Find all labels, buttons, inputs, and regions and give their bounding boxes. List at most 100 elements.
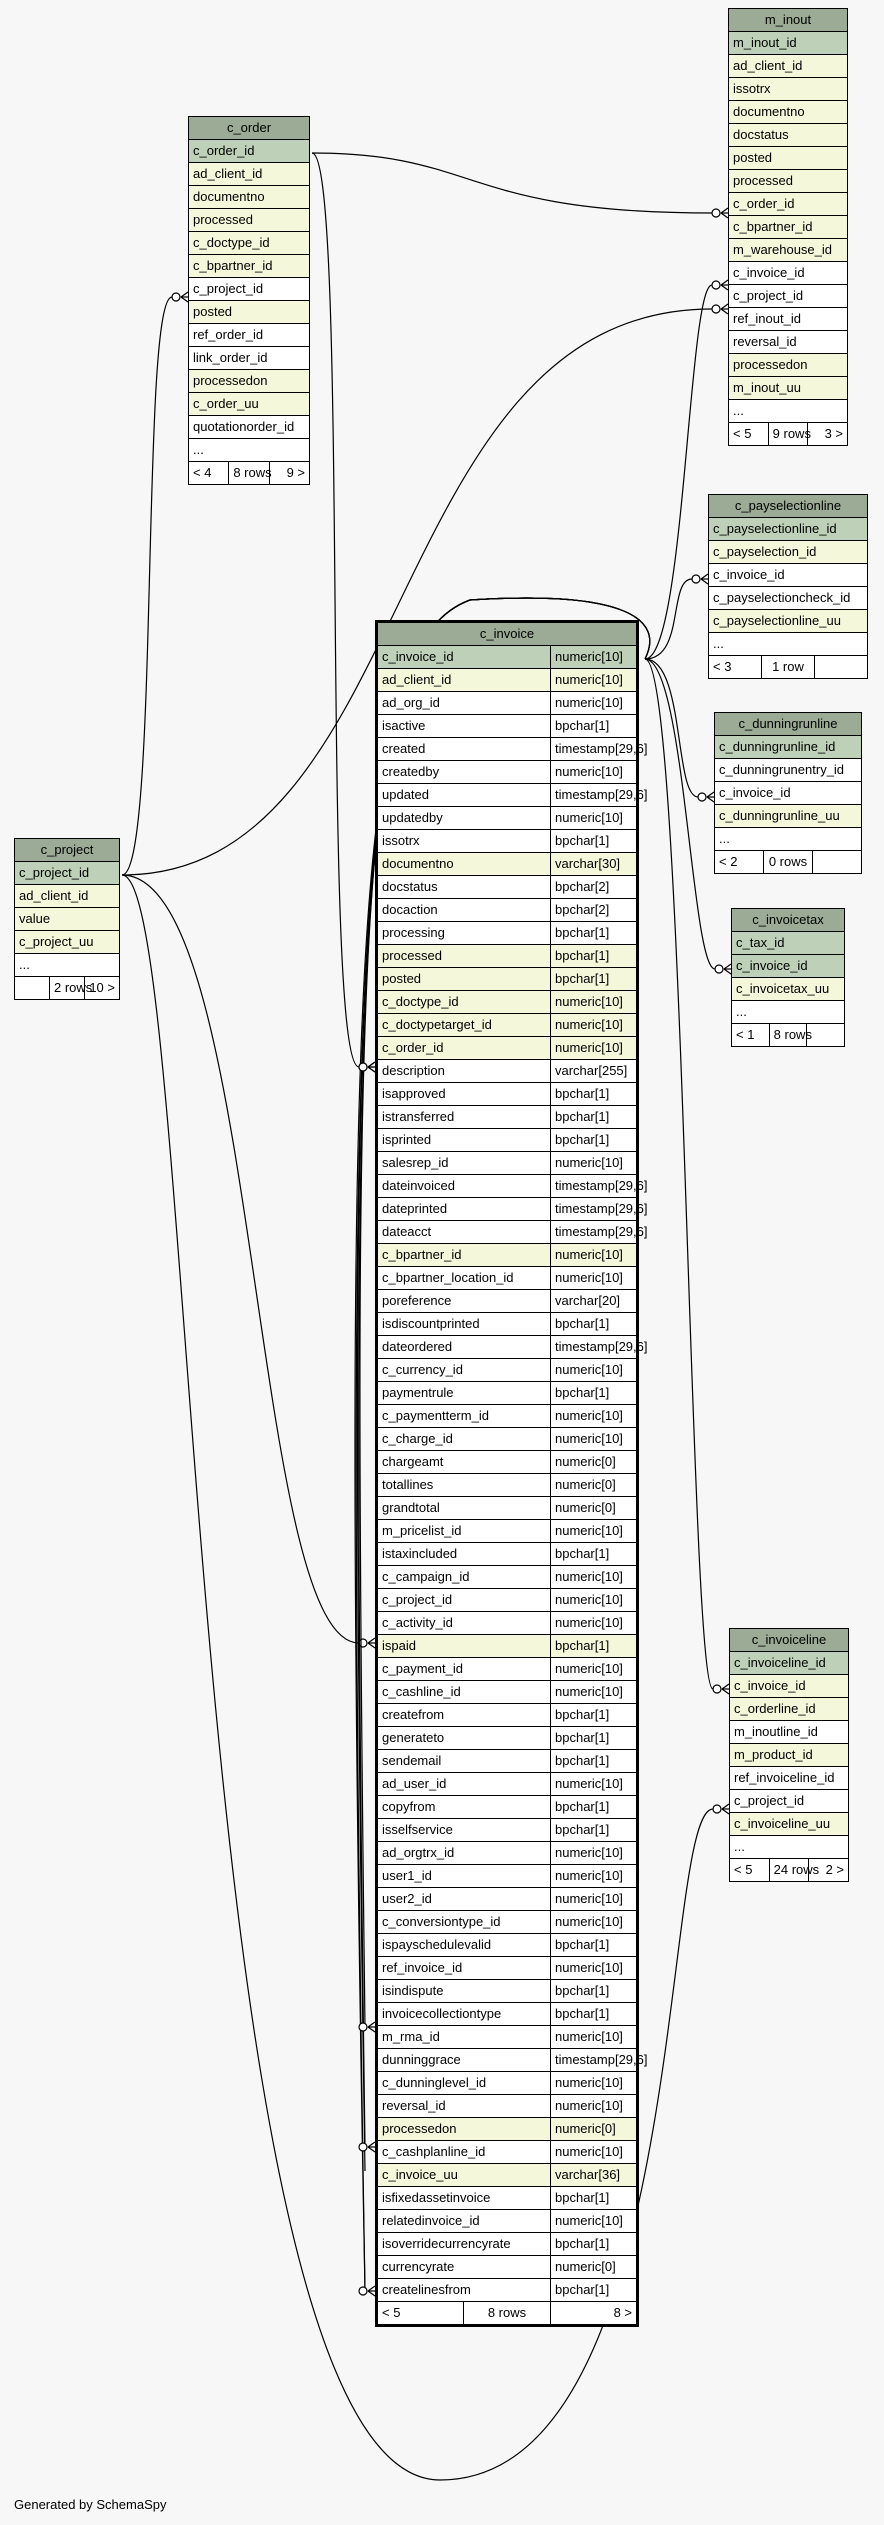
table-title[interactable]: c_invoicetax xyxy=(731,908,845,932)
children-count[interactable] xyxy=(814,655,868,679)
column-name[interactable]: posted xyxy=(728,146,848,170)
column-name[interactable]: grandtotal xyxy=(376,1496,551,1520)
column-name[interactable]: m_product_id xyxy=(729,1743,849,1767)
parents-count[interactable]: < 4 xyxy=(187,461,230,485)
column-name[interactable]: ref_order_id xyxy=(188,323,310,347)
column-name[interactable]: c_dunningrunline_id xyxy=(714,735,862,759)
column-name[interactable]: paymentrule xyxy=(376,1381,551,1405)
column-name[interactable]: processedon xyxy=(188,369,310,393)
column-name[interactable]: c_activity_id xyxy=(376,1611,551,1635)
column-name[interactable]: isindispute xyxy=(376,1979,551,2003)
column-name[interactable]: createdby xyxy=(376,760,551,784)
column-name[interactable]: poreference xyxy=(376,1289,551,1313)
column-name[interactable]: ref_inout_id xyxy=(728,307,848,331)
table-title[interactable]: c_invoice xyxy=(376,621,638,646)
column-name[interactable]: reversal_id xyxy=(376,2094,551,2118)
column-name[interactable]: processedon xyxy=(728,353,848,377)
column-name[interactable]: ad_org_id xyxy=(376,691,551,715)
column-name[interactable]: ... xyxy=(14,953,120,977)
column-name[interactable]: documentno xyxy=(376,852,551,876)
parents-count[interactable]: < 5 xyxy=(728,422,769,446)
column-name[interactable]: description xyxy=(376,1059,551,1083)
children-count[interactable]: 10 > xyxy=(84,976,120,1000)
column-name[interactable]: c_invoice_id xyxy=(714,781,862,805)
column-name[interactable]: c_invoice_uu xyxy=(376,2163,551,2187)
column-name[interactable]: docstatus xyxy=(728,123,848,147)
table-title[interactable]: c_dunningrunline xyxy=(714,712,862,736)
column-name[interactable]: ispaid xyxy=(376,1634,551,1658)
column-name[interactable]: isdiscountprinted xyxy=(376,1312,551,1336)
column-name[interactable]: isprinted xyxy=(376,1128,551,1152)
column-name[interactable]: c_dunningrunentry_id xyxy=(714,758,862,782)
parents-count[interactable]: < 3 xyxy=(708,655,762,679)
column-name[interactable]: c_paymentterm_id xyxy=(376,1404,551,1428)
parents-count[interactable] xyxy=(14,976,50,1000)
column-name[interactable]: quotationorder_id xyxy=(188,415,310,439)
column-name[interactable]: c_charge_id xyxy=(376,1427,551,1451)
column-name[interactable]: c_project_id xyxy=(376,1588,551,1612)
column-name[interactable]: c_order_id xyxy=(376,1036,551,1060)
column-name[interactable]: createlinesfrom xyxy=(376,2278,551,2302)
column-name[interactable]: documentno xyxy=(728,100,848,124)
column-name[interactable]: c_project_id xyxy=(729,1789,849,1813)
column-name[interactable]: c_bpartner_id xyxy=(376,1243,551,1267)
column-name[interactable]: ... xyxy=(188,438,310,462)
column-name[interactable]: c_order_id xyxy=(728,192,848,216)
column-name[interactable]: generateto xyxy=(376,1726,551,1750)
column-name[interactable]: totallines xyxy=(376,1473,551,1497)
column-name[interactable]: istaxincluded xyxy=(376,1542,551,1566)
column-name[interactable]: ... xyxy=(731,1000,845,1024)
children-count[interactable]: 9 > xyxy=(268,461,311,485)
column-name[interactable]: c_doctype_id xyxy=(188,231,310,255)
column-name[interactable]: c_invoiceline_id xyxy=(729,1651,849,1675)
column-name[interactable]: c_dunninglevel_id xyxy=(376,2071,551,2095)
parents-count[interactable]: < 1 xyxy=(731,1023,770,1047)
column-name[interactable]: c_campaign_id xyxy=(376,1565,551,1589)
column-name[interactable]: reversal_id xyxy=(728,330,848,354)
column-name[interactable]: user2_id xyxy=(376,1887,551,1911)
column-name[interactable]: invoicecollectiontype xyxy=(376,2002,551,2026)
column-name[interactable]: processed xyxy=(728,169,848,193)
column-name[interactable]: issotrx xyxy=(376,829,551,853)
parents-count[interactable]: < 5 xyxy=(729,1858,770,1882)
column-name[interactable]: ad_client_id xyxy=(14,884,120,908)
column-name[interactable]: ispayschedulevalid xyxy=(376,1933,551,1957)
column-name[interactable]: created xyxy=(376,737,551,761)
column-name[interactable]: isselfservice xyxy=(376,1818,551,1842)
column-name[interactable]: c_cashline_id xyxy=(376,1680,551,1704)
column-name[interactable]: c_dunningrunline_uu xyxy=(714,804,862,828)
column-name[interactable]: sendemail xyxy=(376,1749,551,1773)
parents-count[interactable]: < 5 xyxy=(376,2301,464,2326)
column-name[interactable]: isactive xyxy=(376,714,551,738)
column-name[interactable]: c_invoice_id xyxy=(376,645,551,669)
column-name[interactable]: m_inout_uu xyxy=(728,376,848,400)
column-name[interactable]: c_payment_id xyxy=(376,1657,551,1681)
column-name[interactable]: docaction xyxy=(376,898,551,922)
column-name[interactable]: c_project_id xyxy=(14,861,120,885)
column-name[interactable]: c_order_id xyxy=(188,139,310,163)
table-title[interactable]: c_payselectionline xyxy=(708,494,868,518)
column-name[interactable]: copyfrom xyxy=(376,1795,551,1819)
column-name[interactable]: m_pricelist_id xyxy=(376,1519,551,1543)
column-name[interactable]: isapproved xyxy=(376,1082,551,1106)
children-count[interactable] xyxy=(806,1023,845,1047)
column-name[interactable]: ad_user_id xyxy=(376,1772,551,1796)
children-count[interactable]: 3 > xyxy=(807,422,848,446)
column-name[interactable]: c_project_id xyxy=(188,277,310,301)
column-name[interactable]: isoverridecurrencyrate xyxy=(376,2232,551,2256)
column-name[interactable]: istransferred xyxy=(376,1105,551,1129)
column-name[interactable]: c_project_uu xyxy=(14,930,120,954)
column-name[interactable]: c_invoicetax_uu xyxy=(731,977,845,1001)
children-count[interactable]: 2 > xyxy=(808,1858,849,1882)
column-name[interactable]: salesrep_id xyxy=(376,1151,551,1175)
column-name[interactable]: c_invoice_id xyxy=(729,1674,849,1698)
column-name[interactable]: docstatus xyxy=(376,875,551,899)
column-name[interactable]: ref_invoice_id xyxy=(376,1956,551,1980)
column-name[interactable]: currencyrate xyxy=(376,2255,551,2279)
column-name[interactable]: dateordered xyxy=(376,1335,551,1359)
column-name[interactable]: ad_client_id xyxy=(188,162,310,186)
column-name[interactable]: issotrx xyxy=(728,77,848,101)
column-name[interactable]: posted xyxy=(376,967,551,991)
column-name[interactable]: dateprinted xyxy=(376,1197,551,1221)
table-title[interactable]: m_inout xyxy=(728,8,848,32)
